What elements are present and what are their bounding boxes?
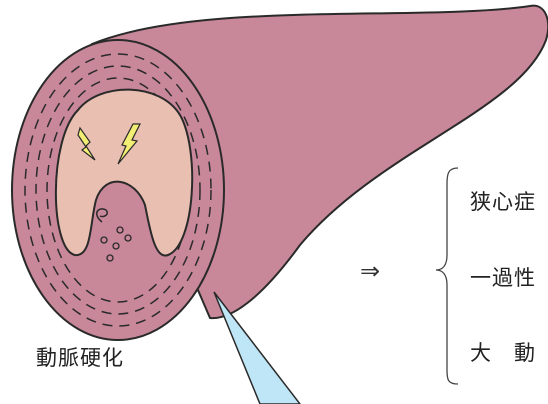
condition-list-item: 一過性 [470,262,536,292]
condition-list-item: 狭心症 [470,186,536,216]
implies-arrow-icon: ⇒ [360,257,380,285]
condition-list-item: 大 動 [470,337,536,367]
caption-atherosclerosis: 動脈硬化 [36,342,124,372]
curly-brace [436,168,458,384]
probe-pointer [214,292,300,404]
